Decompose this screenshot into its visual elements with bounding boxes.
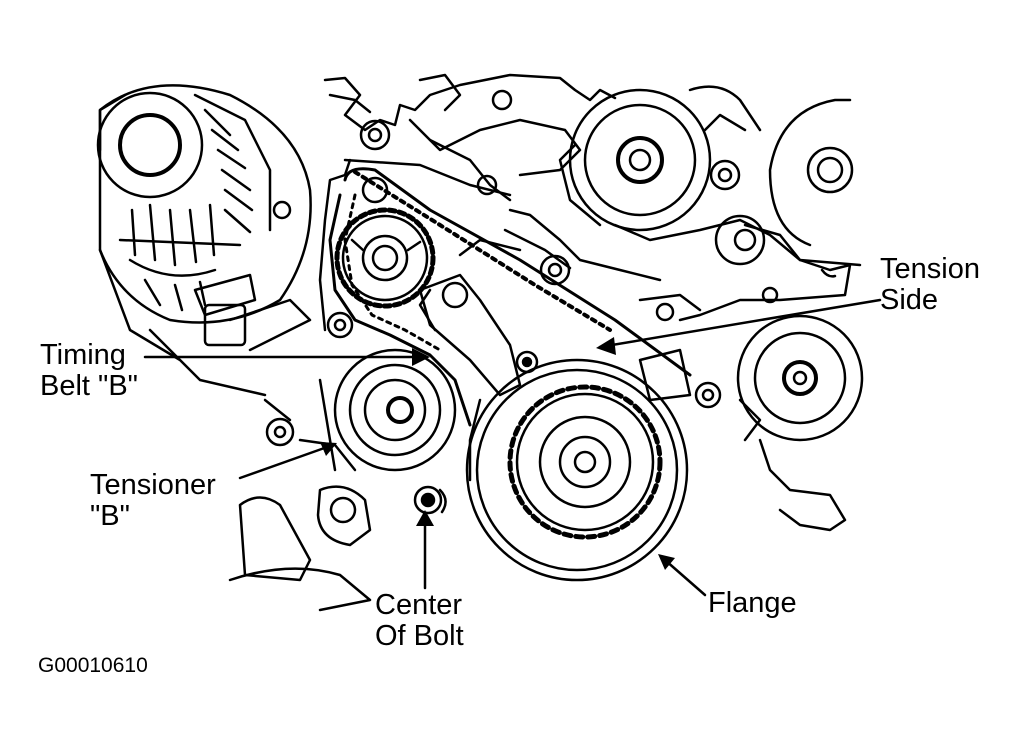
center-bolt xyxy=(415,487,446,513)
center-of-bolt-label-line1: Center xyxy=(375,589,463,621)
tensioner-b-label: Tensioner "B" xyxy=(90,470,216,532)
tension-side-label-line2: Side xyxy=(880,284,939,316)
center-of-bolt-label-line2: Of Bolt xyxy=(375,620,464,652)
right-lower-pulley xyxy=(696,316,862,530)
tension-side-label: Tension Side xyxy=(880,254,980,316)
tensioner-arm xyxy=(420,275,520,395)
timing-belt-b-label-line1: Timing xyxy=(40,339,126,371)
lower-housing xyxy=(230,380,480,610)
right-pulley-partial xyxy=(745,100,860,265)
right-bracket xyxy=(615,216,850,400)
timing-belt-b xyxy=(330,169,690,425)
alternator xyxy=(98,85,311,395)
flange-label: Flange xyxy=(708,588,797,619)
leader-lines xyxy=(145,300,880,595)
crank-sprocket-small xyxy=(337,210,433,306)
idler-pulley-top xyxy=(560,87,760,230)
tensioner-b-pulley xyxy=(265,313,455,470)
timing-belt-b-label: Timing Belt "B" xyxy=(40,340,138,402)
figure-id: G00010610 xyxy=(38,654,148,677)
upper-bracket xyxy=(320,75,660,330)
tensioner-b-label-line2: "B" xyxy=(90,500,130,532)
crank-sprocket-flange xyxy=(467,352,687,580)
center-of-bolt-label: Center Of Bolt xyxy=(375,590,464,652)
flange-label-text: Flange xyxy=(708,587,797,619)
tension-side-label-line1: Tension xyxy=(880,253,980,285)
timing-belt-b-label-line2: Belt "B" xyxy=(40,370,138,402)
tensioner-b-label-line1: Tensioner xyxy=(90,469,216,501)
